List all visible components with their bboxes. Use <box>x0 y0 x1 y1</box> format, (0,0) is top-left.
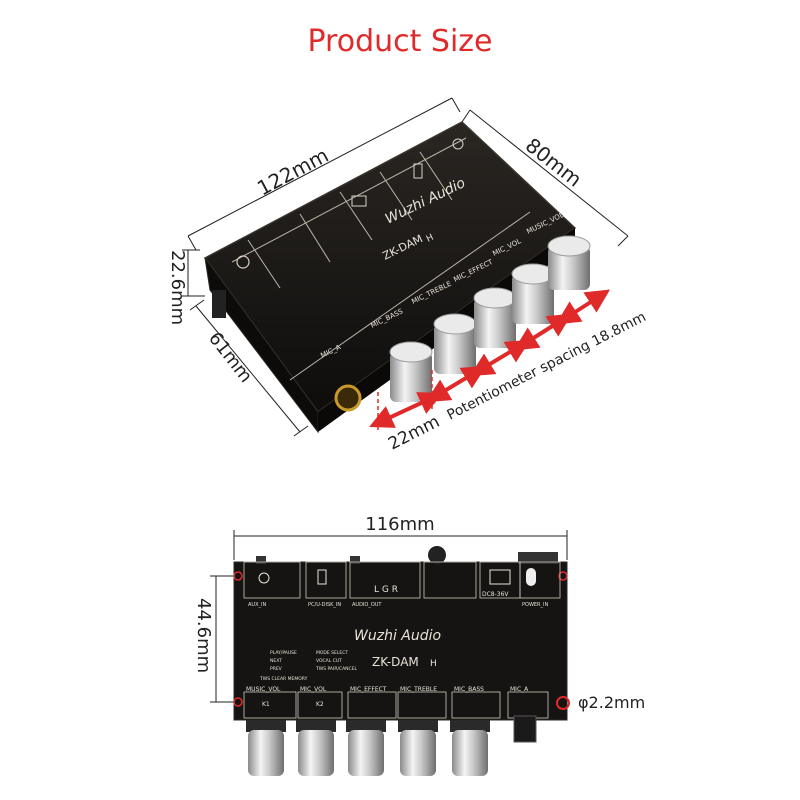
mounting-hole <box>558 571 568 581</box>
bottom-knob-label: MIC_BASS <box>454 686 484 693</box>
knob <box>246 720 286 776</box>
port-icon <box>236 255 250 269</box>
bottom-knob-label: MIC_EFFECT <box>350 686 387 693</box>
dim-44-6mm: 44.6mm <box>193 598 214 673</box>
knob-panels <box>243 691 549 719</box>
bottom-knob-label: MIC_TREBLE <box>400 686 437 693</box>
mounting-hole <box>233 571 243 581</box>
bottom-dim-width-line <box>233 530 568 560</box>
power-icon <box>489 569 511 585</box>
audio-out-pins: L G R <box>374 585 398 595</box>
knob <box>398 720 438 776</box>
side-connector <box>212 290 226 318</box>
mounting-hole-highlight <box>556 696 570 710</box>
knob-sub-label: K1 <box>262 701 270 708</box>
knob <box>511 263 555 324</box>
power-icon <box>452 138 464 150</box>
port-label: AUDIO_OUT <box>352 602 382 608</box>
dim-22-6mm: 22.6mm <box>167 250 188 325</box>
bottom-rca-jack <box>513 715 537 743</box>
bottom-model-suffix: H <box>430 659 437 669</box>
top-model-suffix: H <box>425 233 435 245</box>
port-label: POWER_IN <box>522 602 549 608</box>
bottom-board <box>233 561 568 721</box>
knob <box>547 235 591 290</box>
bottom-knob-label: MIC_A <box>510 686 529 693</box>
bottom-brand: Wuzhi Audio <box>354 628 441 644</box>
bottom-view: 116mm 44.6mm φ2.2mm <box>193 514 645 776</box>
bottom-knobs <box>246 720 490 776</box>
hole-diameter: φ2.2mm <box>578 693 645 712</box>
pot-spacing-guides <box>377 370 433 430</box>
power-connector <box>518 552 558 564</box>
aux-icon <box>258 572 270 584</box>
button-label: VOCAL CUT <box>316 658 342 664</box>
dim-116mm: 116mm <box>365 514 434 535</box>
button-label: PLAY/PAUSE <box>270 650 297 656</box>
knob-sub-label: K2 <box>316 701 324 708</box>
port-label: PC/U-DISK_IN <box>308 602 341 608</box>
bottom-model: ZK-DAM <box>372 655 419 669</box>
port-icon <box>351 195 367 207</box>
knob <box>389 341 433 402</box>
bottom-knob-label: MIC_VOL <box>300 686 327 693</box>
power-switch-icon <box>526 568 536 586</box>
knob <box>450 720 490 776</box>
top-knobs <box>389 235 591 402</box>
page-title: Product Size <box>307 24 493 59</box>
usb-icon <box>317 569 327 585</box>
dim-80mm: 80mm <box>521 133 587 192</box>
button-label: PREV <box>270 666 283 672</box>
printed-lines <box>231 137 531 381</box>
button-label: MODE SELECT <box>316 650 348 656</box>
port-label: AUX_IN <box>248 602 266 608</box>
pot-spacing-arrows <box>369 289 611 428</box>
knob <box>433 313 477 374</box>
dim-122mm: 122mm <box>253 143 332 200</box>
edge-connector <box>350 556 360 564</box>
pot-spacing-value: 22mm <box>385 412 443 455</box>
bottom-knob-label: MUSIC_VOL <box>246 686 281 693</box>
rca-jack <box>334 384 362 412</box>
button-label: TWS PAIR/CANCEL <box>315 666 358 672</box>
knob <box>473 287 517 348</box>
usb-icon <box>413 163 423 179</box>
button-label: NEXT <box>270 658 282 664</box>
edge-connector <box>256 556 266 564</box>
knob <box>346 720 386 776</box>
port-panels <box>243 561 561 599</box>
mounting-hole <box>233 697 243 707</box>
power-voltage: DC8-36V <box>482 591 509 598</box>
top-dimension-lines <box>182 97 629 437</box>
edge-jack <box>428 546 446 564</box>
button-label: TWS CLEAR MEMORY <box>259 676 308 682</box>
top-view: Wuzhi Audio ZK-DAM H MIC_A MIC_BASS MIC_… <box>167 97 649 455</box>
knob <box>296 720 336 776</box>
